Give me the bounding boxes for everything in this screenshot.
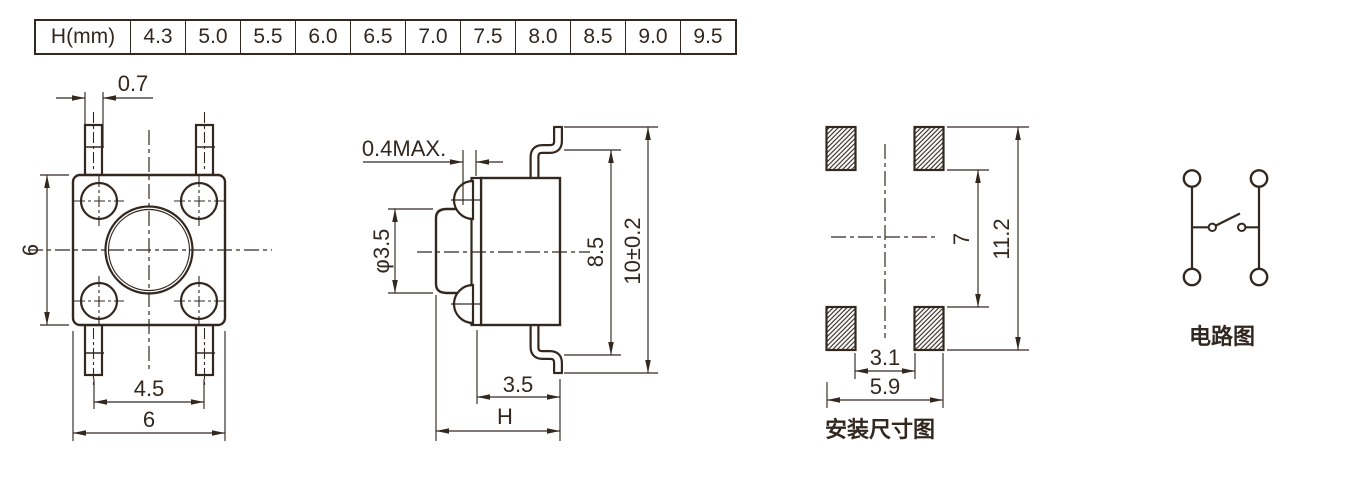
- dim-lead-width-label: 0.7: [118, 71, 149, 96]
- terminal-circle: [1182, 169, 1202, 188]
- terminal-circle: [1249, 267, 1269, 287]
- side-view-lead: [529, 325, 563, 373]
- dim-pad-inner-vertical-label: 7: [949, 233, 974, 245]
- table-value-cell: 6.0: [295, 21, 350, 53]
- dim-pad-outer-horizontal-label: 5.9: [870, 374, 901, 399]
- dim-lead-pitch-label: 4.5: [134, 376, 165, 401]
- table-header-cell: H(mm): [50, 25, 116, 48]
- table-value-cell: 7.0: [405, 21, 460, 53]
- mounting-dimensions-drawing: 7 11.2 3.1 5.9 安装尺寸图: [825, 125, 1029, 442]
- mounting-caption: 安装尺寸图: [825, 417, 935, 442]
- dim-lead-tip-span-label: 10±0.2: [620, 217, 645, 284]
- dim-lead-shoulder-span-label: 8.5: [583, 237, 608, 268]
- table-value-cell: 8.5: [570, 21, 625, 53]
- height-options-table: H(mm) 4.3 5.0 5.5 6.0 6.5 7.0 7.5 8.0 8.…: [34, 19, 737, 55]
- dim-body-height-label: 6: [18, 244, 43, 256]
- solder-pad: [825, 305, 857, 352]
- button-stem-inner: [107, 208, 191, 292]
- dim-body-width-label: 6: [143, 407, 155, 432]
- button-stem-side: [434, 207, 473, 295]
- solder-pad: [825, 125, 857, 172]
- dim-flange-max-label: 0.4MAX.: [362, 136, 446, 161]
- terminal-circle: [1182, 267, 1202, 287]
- top-view-drawing: 0.7 6 4.5 6: [18, 71, 272, 441]
- circuit-diagram-drawing: 电路图: [1182, 169, 1269, 349]
- table-value-cell: 9.5: [680, 21, 735, 53]
- table-value-cell: 8.0: [515, 21, 570, 53]
- table-value-cell: 9.0: [625, 21, 680, 53]
- table-value-cell: 7.5: [460, 21, 515, 53]
- dim-total-height-label: H: [497, 404, 513, 429]
- solder-pad: [913, 305, 945, 352]
- solder-pad: [913, 125, 945, 172]
- switch-contact: [1237, 222, 1247, 233]
- dim-pad-outer-vertical-label: 11.2: [989, 218, 1014, 259]
- table-value-cell: 4.3: [130, 21, 185, 53]
- side-view-drawing: 0.4MAX. φ3.5 8.5 10±0.2 3.5 H: [362, 125, 658, 441]
- table-value-cell: 5.5: [240, 21, 295, 53]
- table-value-cell: 5.0: [185, 21, 240, 53]
- circuit-caption: 电路图: [1189, 324, 1255, 349]
- switch-contact: [1207, 222, 1218, 233]
- dim-body-depth-label: 3.5: [503, 372, 534, 397]
- dim-stem-diameter-label: φ3.5: [369, 229, 394, 274]
- terminal-circle: [1249, 169, 1269, 188]
- dim-pad-inner-horizontal-label: 3.1: [870, 345, 901, 370]
- table-value-cell: 6.5: [350, 21, 405, 53]
- switch-lever: [1215, 212, 1241, 227]
